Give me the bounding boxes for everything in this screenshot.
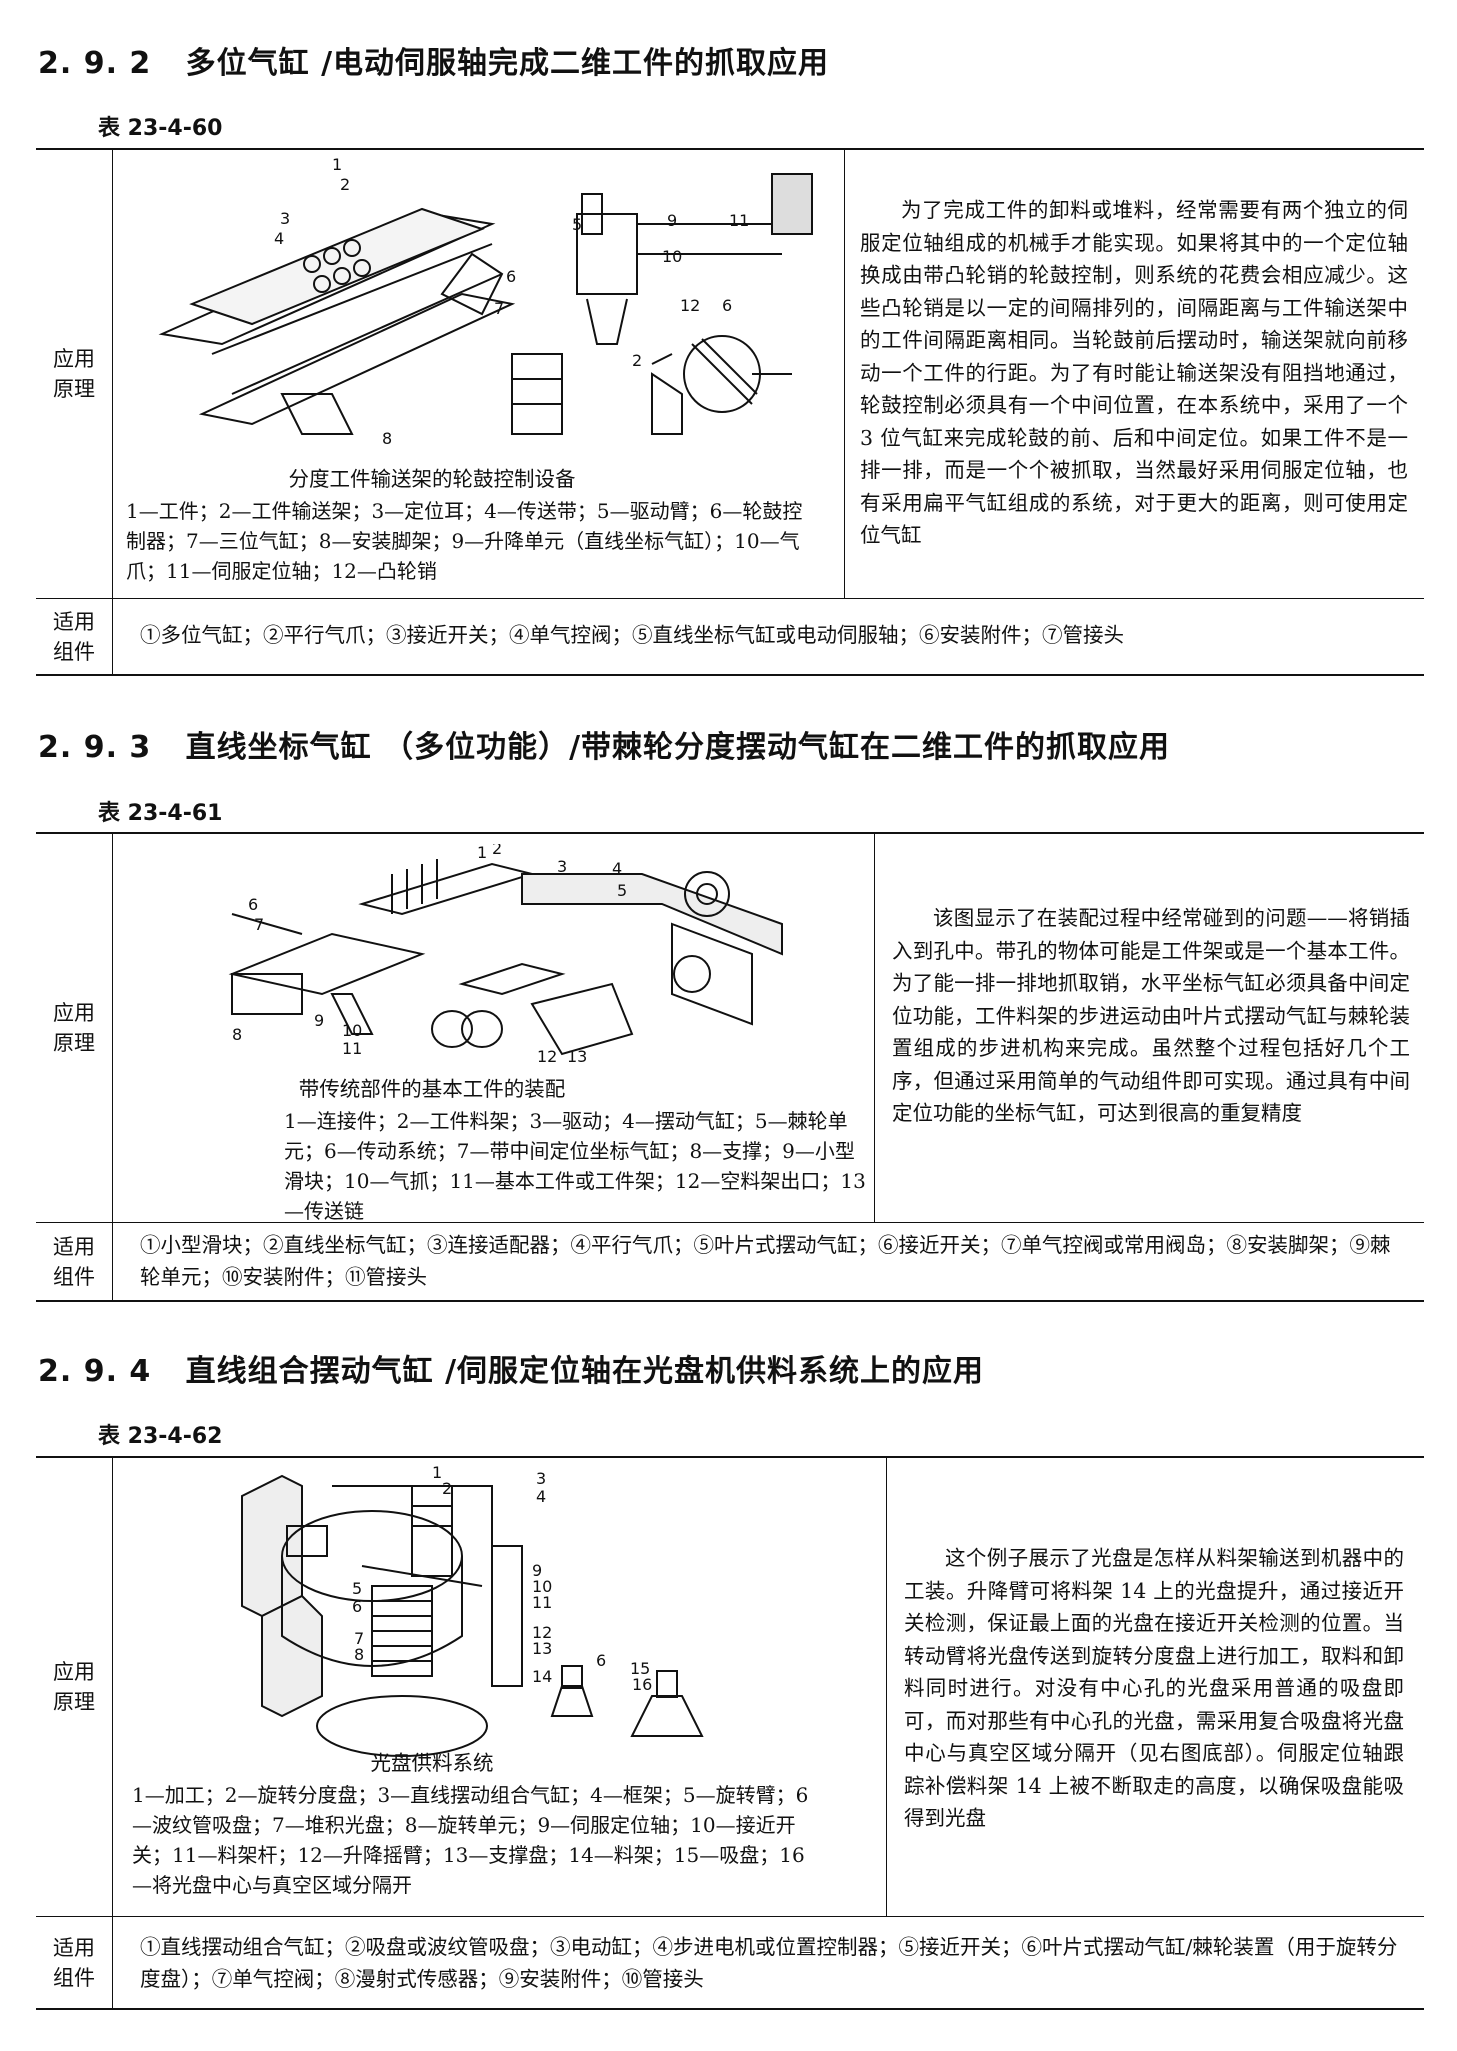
figure-label: 2 xyxy=(442,1479,452,1498)
figure-label: 8 xyxy=(232,1025,242,1044)
section-number: 2. 9. 3 xyxy=(38,730,152,765)
figure-label: 8 xyxy=(354,1645,364,1664)
figure-label: 12 xyxy=(537,1047,557,1066)
table-23-4-62: 应用原理 xyxy=(36,1456,1424,2010)
figure-label: 5 xyxy=(352,1579,362,1598)
principle-row: 应用原理 xyxy=(36,834,1424,1223)
figure-label: 9 xyxy=(314,1011,324,1030)
figure-label: 9 xyxy=(532,1561,542,1580)
figure-label: 6 xyxy=(352,1597,362,1616)
figure-label: 5 xyxy=(617,881,627,900)
figure-label: 8 xyxy=(382,429,392,448)
figure-label: 14 xyxy=(532,1667,552,1686)
section-number: 2. 9. 2 xyxy=(38,46,152,81)
figure-label: 2 xyxy=(492,844,502,858)
figure-label: 7 xyxy=(354,1629,364,1648)
figure-label: 6 xyxy=(248,895,258,914)
figure-label: 3 xyxy=(280,209,290,228)
figure-label: 3 xyxy=(536,1469,546,1488)
components-row: 适用组件 ①多位气缸；②平行气爪；③接近开关；④单气控阀；⑤直线坐标气缸或电动伺… xyxy=(36,598,1424,675)
table-label: 表 23-4-62 xyxy=(98,1424,223,1449)
table-label: 表 23-4-60 xyxy=(98,116,223,141)
section-heading: 多位气缸 /电动伺服轴完成二维工件的抓取应用 xyxy=(185,46,830,81)
figure-label: 4 xyxy=(536,1487,546,1506)
figure-label: 3 xyxy=(557,857,567,876)
figure-label: 1 xyxy=(477,844,487,862)
assembly-figure: 1 2 3 4 5 6 7 8 9 10 11 12 13 xyxy=(228,844,783,1066)
figure-label: 12 xyxy=(680,296,700,315)
figure-label: 4 xyxy=(612,859,622,878)
components-row: 适用组件 ①小型滑块；②直线坐标气缸；③连接适配器；④平行气爪；⑤叶片式摆动气缸… xyxy=(36,1222,1424,1301)
figure-label: 6 xyxy=(506,267,516,286)
figure-label: 4 xyxy=(274,229,284,248)
principle-description: 该图显示了在装配过程中经常碰到的问题——将销插入到孔中。带孔的物体可能是工件架或… xyxy=(892,906,1410,1125)
figure-label: 10 xyxy=(342,1021,362,1040)
figure-label: 7 xyxy=(494,299,504,318)
components-label: 适用组件 xyxy=(36,599,113,675)
components-label: 适用组件 xyxy=(36,1223,113,1301)
figure-label: 11 xyxy=(729,211,749,230)
principle-description: 这个例子展示了光盘是怎样从料架输送到机器中的工装。升降臂可将料架 14 上的光盘… xyxy=(904,1546,1404,1830)
figure-label: 1 xyxy=(432,1466,442,1482)
components-list: ①小型滑块；②直线坐标气缸；③连接适配器；④平行气爪；⑤叶片式摆动气缸；⑥接近开… xyxy=(140,1233,1391,1289)
section-heading: 直线组合摆动气缸 /伺服定位轴在光盘机供料系统上的应用 xyxy=(185,1354,985,1389)
principle-row: 应用原理 xyxy=(36,150,1424,598)
table-23-4-60: 应用原理 xyxy=(36,148,1424,676)
figure-legend: 1—工件；2—工件输送架；3—定位耳；4—传送带；5—驱动臂；6—轮鼓控制器；7… xyxy=(126,499,803,583)
figure-label: 1 xyxy=(332,155,342,174)
section-title-292: 2. 9. 2 多位气缸 /电动伺服轴完成二维工件的抓取应用 xyxy=(38,38,829,82)
figure-label: 6 xyxy=(722,296,732,315)
principle-label: 应用原理 xyxy=(36,150,113,598)
figure-label: 5 xyxy=(572,215,582,234)
figure-caption: 光盘供料系统 xyxy=(370,1751,494,1775)
drum-control-figure: 1 2 3 4 5 6 7 8 9 10 11 12 6 2 xyxy=(158,155,813,448)
components-list: ①直线摆动组合气缸；②吸盘或波纹管吸盘；③电动缸；④步进电机或位置控制器；⑤接近… xyxy=(140,1935,1398,1991)
figure-caption: 带传统部件的基本工件的装配 xyxy=(298,1077,566,1101)
section-heading: 直线坐标气缸 （多位功能）/带棘轮分度摆动气缸在二维工件的抓取应用 xyxy=(185,730,1171,765)
figure-label: 11 xyxy=(532,1593,552,1612)
components-label: 适用组件 xyxy=(36,1917,113,2009)
figure-label: 13 xyxy=(567,1047,587,1066)
figure-label: 9 xyxy=(667,211,677,230)
figure-label: 13 xyxy=(532,1639,552,1658)
section-title-294: 2. 9. 4 直线组合摆动气缸 /伺服定位轴在光盘机供料系统上的应用 xyxy=(38,1346,984,1390)
figure-caption: 分度工件输送架的轮鼓控制设备 xyxy=(288,467,576,491)
components-list: ①多位气缸；②平行气爪；③接近开关；④单气控阀；⑤直线坐标气缸或电动伺服轴；⑥安… xyxy=(140,623,1124,647)
figure-cell: 1 2 3 4 5 6 7 8 9 10 11 12 13 带传统部件的基本工件… xyxy=(112,834,875,1223)
table-23-4-61: 应用原理 xyxy=(36,832,1424,1302)
figure-label: 15 xyxy=(630,1659,650,1678)
principle-description: 为了完成工件的卸料或堆料，经常需要有两个独立的伺服定位轴组成的机械手才能实现。如… xyxy=(860,198,1408,547)
principle-label: 应用原理 xyxy=(36,1458,113,1916)
figure-cell: 1 2 3 4 5 6 7 8 9 10 11 12 6 2 分度工件输送架的轮… xyxy=(112,150,845,598)
section-number: 2. 9. 4 xyxy=(38,1354,152,1389)
figure-label: 2 xyxy=(632,351,642,370)
figure-label: 10 xyxy=(662,247,682,266)
figure-legend: 1—加工；2—旋转分度盘；3—直线摆动组合气缸；4—框架；5—旋转臂；6—波纹管… xyxy=(132,1783,809,1897)
components-row: 适用组件 ①直线摆动组合气缸；②吸盘或波纹管吸盘；③电动缸；④步进电机或位置控制… xyxy=(36,1916,1424,2009)
figure-label: 7 xyxy=(254,915,264,934)
figure-legend: 1—连接件；2—工件料架；3—驱动；4—摆动气缸；5—棘轮单元；6—传动系统；7… xyxy=(284,1109,866,1223)
figure-label: 16 xyxy=(632,1675,652,1694)
section-title-293: 2. 9. 3 直线坐标气缸 （多位功能）/带棘轮分度摆动气缸在二维工件的抓取应… xyxy=(38,722,1170,766)
figure-label: 11 xyxy=(342,1039,362,1058)
table-label: 表 23-4-61 xyxy=(98,801,223,826)
figure-label: 6 xyxy=(596,1651,606,1670)
figure-label: 12 xyxy=(532,1623,552,1642)
principle-label: 应用原理 xyxy=(36,834,113,1222)
figure-cell: 1 2 3 4 5 6 7 8 9 10 11 12 13 14 6 15 16… xyxy=(112,1458,887,1916)
principle-row: 应用原理 xyxy=(36,1458,1424,1916)
figure-label: 2 xyxy=(340,175,350,194)
figure-label: 10 xyxy=(532,1577,552,1596)
cd-feeding-figure: 1 2 3 4 5 6 7 8 9 10 11 12 13 14 6 15 16 xyxy=(241,1466,704,1757)
